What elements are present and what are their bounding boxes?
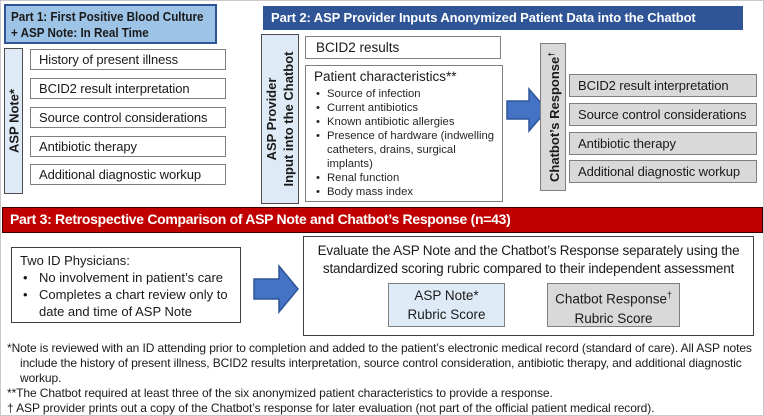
chatbot-response-label-text: Chatbot’s Response xyxy=(547,56,563,182)
id-physicians-list: No involvement in patient’s care Complet… xyxy=(20,269,236,320)
bcid2-results-box: BCID2 results xyxy=(305,36,501,59)
evaluation-box: Evaluate the ASP Note and the Chatbot’s … xyxy=(303,236,754,336)
asp-note-rubric-line1: ASP Note* xyxy=(414,288,479,303)
chatbot-response-label-dagger: † xyxy=(545,52,556,57)
chatbot-response-vertical-label-text: Chatbot’s Response† xyxy=(538,43,568,191)
footnote-double-asterisk-text: The Chatbot required at least three of t… xyxy=(16,386,553,400)
part1-header: Part 1: First Positive Blood Culture + A… xyxy=(4,4,217,44)
patient-characteristics-list: Source of infection Current antibiotics … xyxy=(314,87,499,199)
asp-note-item-diagnostic: Additional diagnostic workup xyxy=(30,164,226,185)
asp-note-item-source-control: Source control considerations xyxy=(30,107,226,128)
asp-note-rubric-line2: Rubric Score xyxy=(407,307,486,322)
patient-bullet-allergies: Known antibiotic allergies xyxy=(314,115,499,129)
chatbot-rubric-line1-text: Chatbot Response xyxy=(555,291,667,307)
physicians-bullet-no-involvement: No involvement in patient’s care xyxy=(20,269,236,286)
patient-characteristics-title: Patient characteristics** xyxy=(314,69,457,84)
asp-note-item-bcid2: BCID2 result interpretation xyxy=(30,78,226,99)
footnotes: *Note is reviewed with an ID attending p… xyxy=(7,341,759,415)
footnote-asterisk: *Note is reviewed with an ID attending p… xyxy=(7,341,759,386)
footnote-double-asterisk: **The Chatbot required at least three of… xyxy=(7,386,759,401)
asp-note-item-antibiotic: Antibiotic therapy xyxy=(30,136,226,157)
patient-bullet-bmi: Body mass index xyxy=(314,185,499,199)
patient-characteristics-box: Patient characteristics** Source of infe… xyxy=(305,65,503,202)
chatbot-response-vertical-label: Chatbot’s Response† xyxy=(540,43,566,191)
part1-header-line1: Part 1: First Positive Blood Culture xyxy=(11,10,204,24)
patient-bullet-hardware: Presence of hardware (indwelling cathete… xyxy=(314,129,499,171)
asp-provider-input-vertical-label: ASP Provider Input into the Chatbot xyxy=(261,34,299,204)
evaluation-text-line2: standardized scoring rubric compared to … xyxy=(322,261,735,276)
chatbot-rubric-line2: Rubric Score xyxy=(574,310,653,326)
chatbot-response-rubric-score-box: Chatbot Response† Rubric Score xyxy=(547,283,680,327)
patient-bullet-renal: Renal function xyxy=(314,171,499,185)
physicians-bullet-chart-review: Completes a chart review only to date an… xyxy=(20,286,236,320)
asp-note-item-history: History of present illness xyxy=(30,49,226,70)
asp-note-vertical-label-text: ASP Note* xyxy=(6,88,21,154)
part2-header: Part 2: ASP Provider Inputs Anonymized P… xyxy=(263,6,743,30)
chatbot-item-bcid2: BCID2 result interpretation xyxy=(569,74,757,97)
footnote-dagger-text: ASP provider prints out a copy of the Ch… xyxy=(13,401,655,415)
evaluation-text-line1: Evaluate the ASP Note and the Chatbot’s … xyxy=(317,243,740,258)
asp-provider-input-line2: Input into the Chatbot xyxy=(281,51,296,187)
patient-bullet-antibiotics: Current antibiotics xyxy=(314,101,499,115)
asp-note-rubric-score-box: ASP Note* Rubric Score xyxy=(388,283,505,327)
chatbot-rubric-dagger: † xyxy=(666,290,672,300)
chatbot-item-antibiotic: Antibiotic therapy xyxy=(569,132,757,155)
chatbot-item-diagnostic: Additional diagnostic workup xyxy=(569,160,757,183)
asp-provider-input-line1: ASP Provider xyxy=(264,77,279,161)
part3-header: Part 3: Retrospective Comparison of ASP … xyxy=(2,207,763,233)
footnote-double-asterisk-marker: ** xyxy=(7,386,17,400)
patient-bullet-infection: Source of infection xyxy=(314,87,499,101)
right-arrow-icon xyxy=(506,87,548,133)
footnote-dagger: † ASP provider prints out a copy of the … xyxy=(7,401,759,415)
id-physicians-title: Two ID Physicians: xyxy=(20,253,130,268)
chatbot-rubric-line1: Chatbot Response† xyxy=(548,286,679,309)
chatbot-item-source-control: Source control considerations xyxy=(569,103,757,126)
footnote-asterisk-marker: * xyxy=(7,341,12,355)
footnote-dagger-marker: † xyxy=(7,401,14,415)
part1-header-line2: + ASP Note: In Real Time xyxy=(11,26,149,40)
asp-provider-input-vertical-label-text: ASP Provider Input into the Chatbot xyxy=(263,34,297,204)
right-arrow-icon xyxy=(253,264,299,314)
footnote-asterisk-text: Note is reviewed with an ID attending pr… xyxy=(11,341,752,385)
asp-note-vertical-label: ASP Note* xyxy=(4,48,23,194)
id-physicians-box: Two ID Physicians: No involvement in pat… xyxy=(11,247,241,323)
